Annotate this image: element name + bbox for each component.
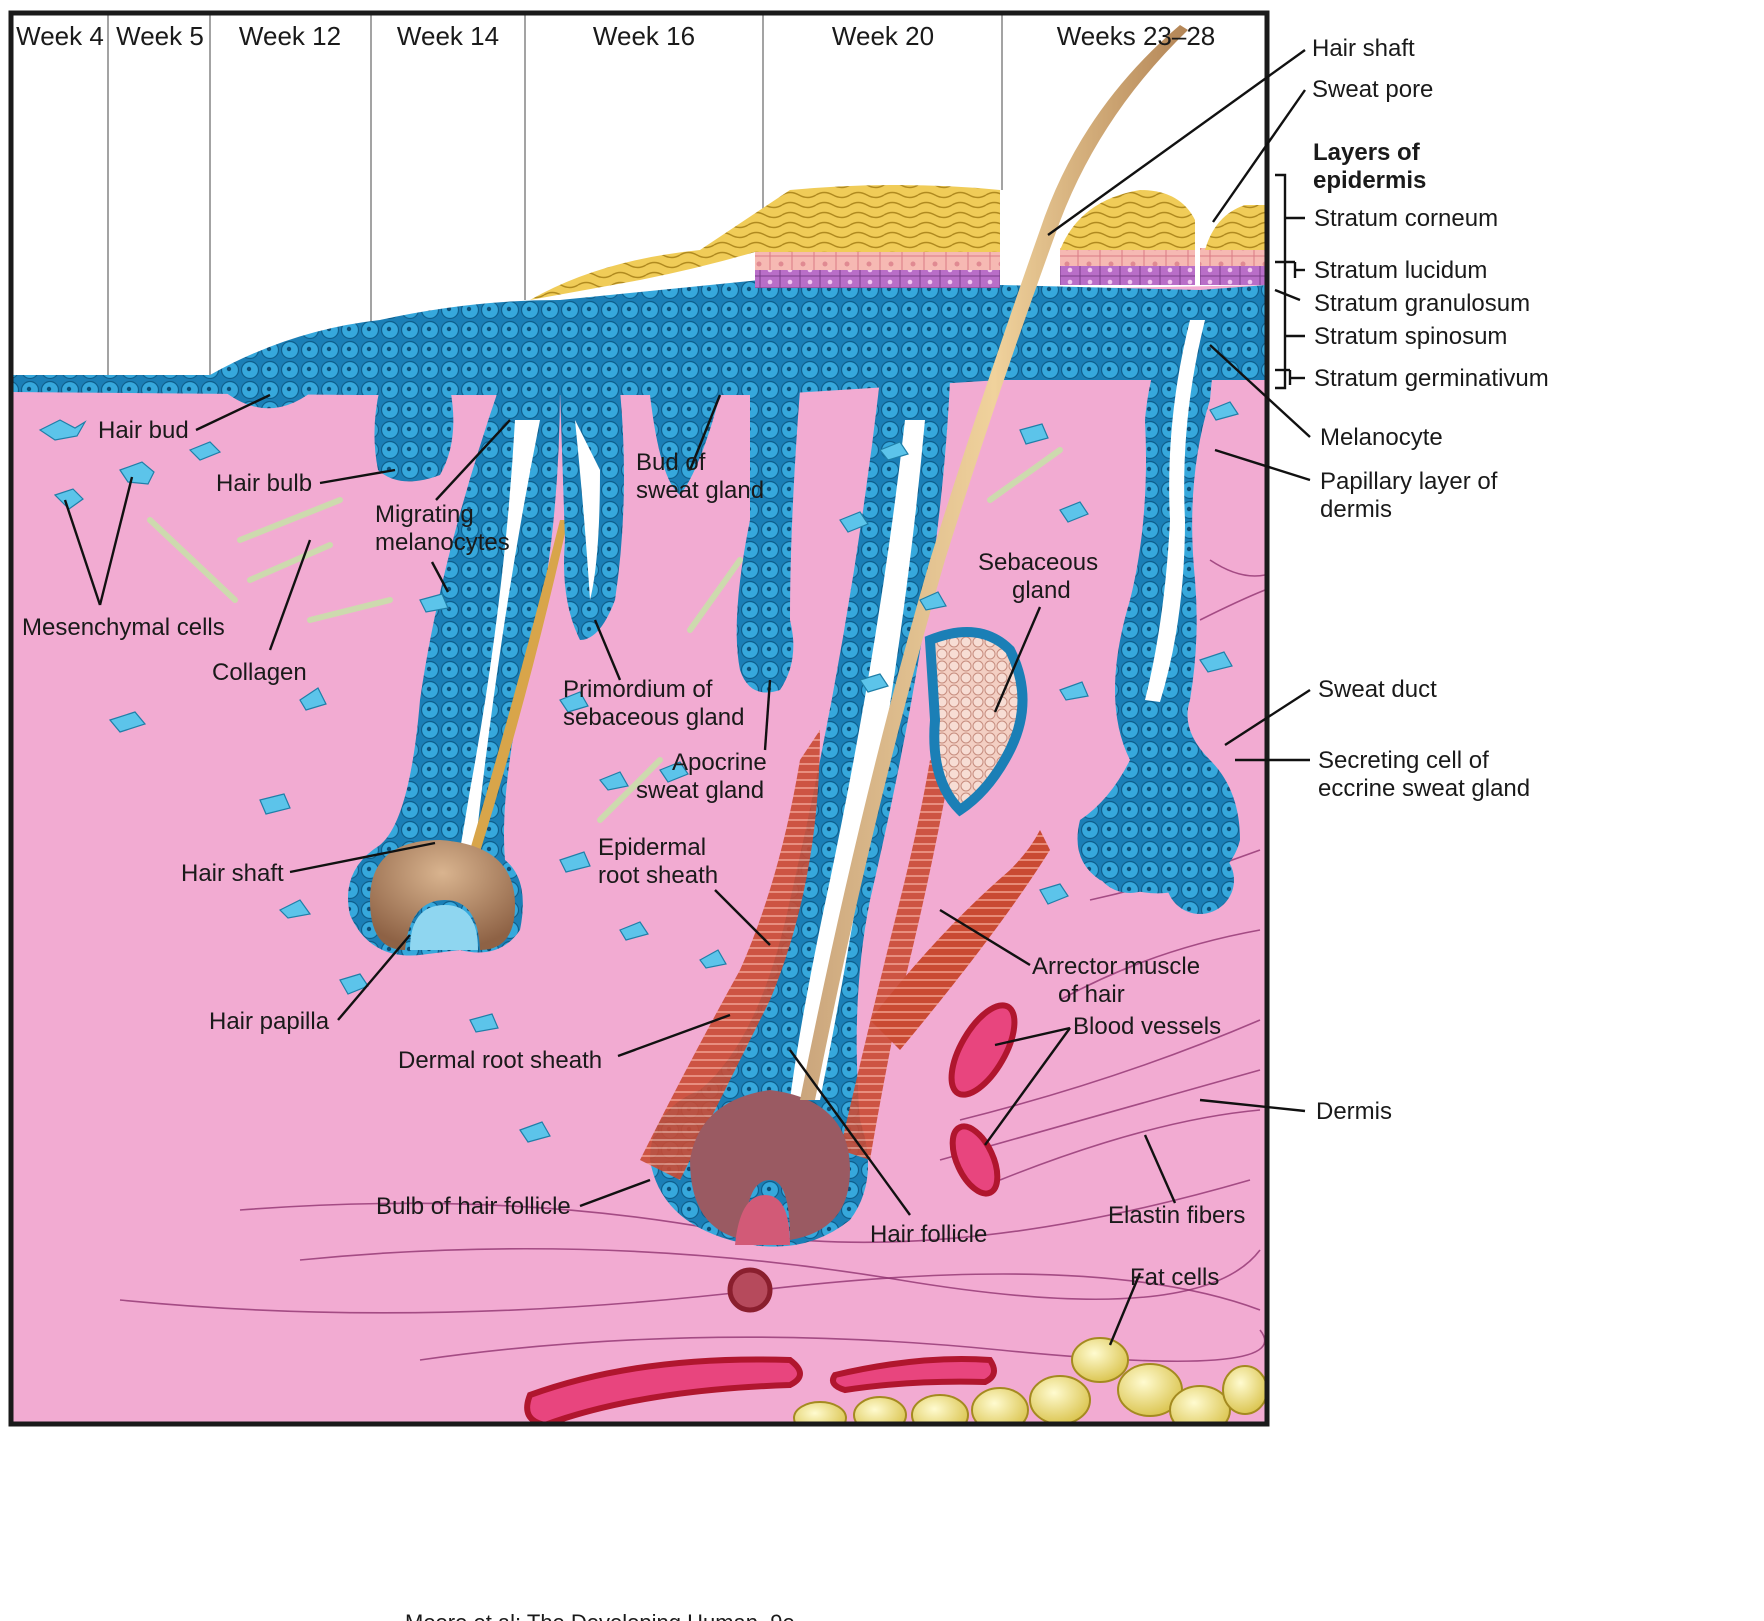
label-hair-bud: Hair bud — [98, 417, 189, 444]
apocrine-gland — [736, 390, 800, 693]
label-elastin-fibers: Elastin fibers — [1108, 1202, 1245, 1229]
label-stratum-granulosum: Stratum granulosum — [1314, 290, 1530, 317]
label-hair-follicle: Hair follicle — [870, 1221, 987, 1248]
label-epidermal-1: Epidermal — [598, 834, 706, 861]
label-sweat-duct: Sweat duct — [1318, 676, 1437, 703]
figure-caption: Moore et al: The Developing Human, 9e — [405, 1610, 795, 1621]
label-arrector-2: of hair — [1058, 981, 1125, 1008]
hair-bulb-week14 — [370, 840, 515, 950]
label-mesenchymal: Mesenchymal cells — [22, 614, 225, 641]
arrector-muscle-shape — [870, 830, 1050, 1050]
label-sweat-pore: Sweat pore — [1312, 76, 1433, 103]
sweat-duct-shape — [1077, 300, 1240, 894]
label-dermis: Dermis — [1316, 1098, 1392, 1125]
stage-labels: Week 4 Week 5 Week 12 Week 14 Week 16 We… — [16, 21, 1215, 51]
stratum-corneum-layer — [530, 185, 1000, 300]
label-layers-2: epidermis — [1313, 167, 1426, 194]
leader-lines — [63, 49, 1311, 1346]
sweat-bud — [650, 395, 720, 495]
label-hair-bulb: Hair bulb — [216, 470, 312, 497]
stage-label-week5: Week 5 — [116, 21, 204, 51]
sebaceous-gland-shape — [924, 627, 1028, 817]
label-dermal-root-sheath: Dermal root sheath — [398, 1047, 602, 1074]
blood-vessels — [524, 1002, 1018, 1424]
diagram-labels: Hair bud Hair bulb Migrating melanocytes… — [22, 417, 1245, 1291]
label-sebaceous-2: gland — [1012, 577, 1071, 604]
label-hair-shaft-left: Hair shaft — [181, 860, 284, 887]
epidermis-thick — [210, 280, 1000, 392]
hair-bulb-week20 — [690, 1090, 850, 1240]
label-melanocyte: Melanocyte — [1320, 424, 1443, 451]
label-primordium-1: Primordium of — [563, 676, 713, 703]
right-labels: Hair shaft Sweat pore Layers of epidermi… — [1312, 35, 1549, 1125]
label-secreting-2: eccrine sweat gland — [1318, 775, 1530, 802]
collagen-strands — [147, 447, 1063, 823]
label-apocrine-1: Apocrine — [672, 749, 767, 776]
label-bulb-hair-follicle: Bulb of hair follicle — [376, 1193, 571, 1220]
label-primordium-2: sebaceous gland — [563, 704, 744, 731]
label-stratum-corneum: Stratum corneum — [1314, 205, 1498, 232]
label-hair-papilla: Hair papilla — [209, 1008, 330, 1035]
label-papillary-2: dermis — [1320, 496, 1392, 523]
label-bud-sweat-2: sweat gland — [636, 477, 764, 504]
stage-label-week20: Week 20 — [832, 21, 934, 51]
stage-label-weeks23-28: Weeks 23–28 — [1057, 21, 1216, 51]
label-stratum-germinativum: Stratum germinativum — [1314, 365, 1549, 392]
label-fat-cells: Fat cells — [1130, 1264, 1219, 1291]
dermal-root-sheath-right — [840, 760, 950, 1160]
label-migrating-2: melanocytes — [375, 529, 510, 556]
stage-label-week12: Week 12 — [239, 21, 341, 51]
dermal-root-sheath-left — [640, 730, 820, 1180]
stratum-granulosum-layer — [755, 268, 1000, 288]
hair-bulb-shape — [374, 388, 454, 482]
stratum-lucidum-layer — [755, 250, 1000, 270]
label-stratum-lucidum: Stratum lucidum — [1314, 257, 1487, 284]
label-arrector-1: Arrector muscle — [1032, 953, 1200, 980]
label-blood-vessels: Blood vessels — [1073, 1013, 1221, 1040]
hair-papilla-shape — [410, 905, 478, 950]
label-hair-shaft-right: Hair shaft — [1312, 35, 1415, 62]
label-sebaceous-1: Sebaceous — [978, 549, 1098, 576]
label-stratum-spinosum: Stratum spinosum — [1314, 323, 1507, 350]
label-layers-1: Layers of — [1313, 139, 1421, 166]
dermal-papilla-week20 — [735, 1195, 790, 1245]
hair-shaft-week14 — [470, 520, 568, 852]
label-collagen: Collagen — [212, 659, 307, 686]
label-epidermal-2: root sheath — [598, 862, 718, 889]
stage-dividers — [107, 13, 1003, 380]
label-migrating-1: Migrating — [375, 501, 474, 528]
stage-label-week4: Week 4 — [16, 21, 104, 51]
hair-bud-shape — [220, 385, 320, 409]
stage-label-week16: Week 16 — [593, 21, 695, 51]
label-papillary-1: Papillary layer of — [1320, 468, 1498, 495]
fat-cells — [793, 1337, 1267, 1424]
label-secreting-1: Secreting cell of — [1318, 747, 1489, 774]
week20-follicle — [650, 380, 950, 1247]
stage-label-week14: Week 14 — [397, 21, 499, 51]
label-bud-sweat-1: Bud of — [636, 449, 706, 476]
label-apocrine-2: sweat gland — [636, 777, 764, 804]
mesenchymal-cells — [38, 401, 1239, 1143]
